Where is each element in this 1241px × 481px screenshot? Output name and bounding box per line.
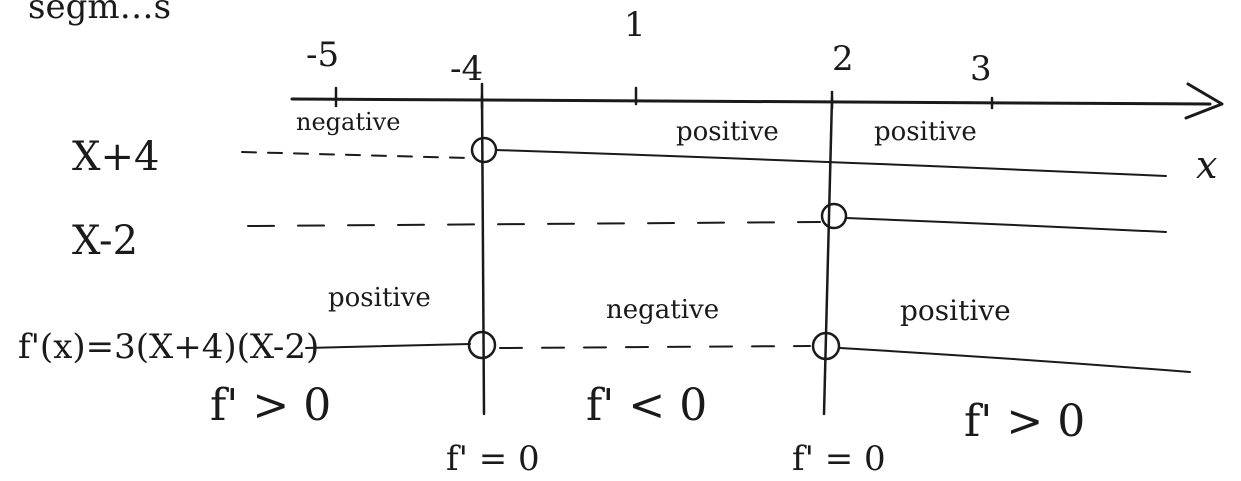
tick-label: -4 — [450, 49, 483, 89]
row-label-x-minus-2: X-2 — [72, 218, 138, 264]
open-circle-marker — [820, 202, 848, 230]
row3-sign-positive-right: positive — [900, 294, 1011, 327]
open-circle-marker — [811, 331, 841, 361]
tick-label: -5 — [306, 35, 339, 75]
row1-sign-positive-middle: positive — [676, 117, 779, 147]
open-circle-marker — [467, 330, 497, 360]
row1-dashed-negative — [241, 151, 469, 159]
row2-dashed-negative — [247, 221, 821, 227]
critical-label-right: f' = 0 — [792, 439, 886, 476]
row3-solid-positive-left — [305, 343, 471, 349]
row3-solid-positive-right — [839, 347, 1191, 373]
row-label-x-plus-4: X+4 — [72, 134, 159, 180]
number-line-arrow-icon — [1184, 82, 1224, 120]
conclusion-middle: f' < 0 — [586, 380, 707, 431]
tick-label: 1 — [624, 5, 646, 45]
row1-solid-positive — [495, 149, 1167, 177]
open-circle-marker — [470, 136, 498, 164]
row1-sign-negative: negative — [296, 108, 400, 136]
row-label-derivative: f'(x)=3(X+4)(X-2) — [18, 327, 319, 367]
critical-line-left — [480, 94, 486, 416]
row3-sign-positive-left: positive — [328, 283, 431, 313]
critical-line-right — [822, 96, 834, 416]
tick-label: 2 — [832, 39, 854, 79]
tick-label: 3 — [970, 49, 992, 89]
top-fragment: segm…s — [28, 0, 171, 27]
conclusion-left: f' > 0 — [210, 380, 331, 431]
critical-label-left: f' = 0 — [446, 439, 540, 476]
row1-sign-positive-right: positive — [874, 117, 977, 147]
number-line — [290, 97, 1212, 106]
conclusion-right: f' > 0 — [964, 396, 1085, 447]
axis-var-label: x — [1196, 143, 1217, 187]
row3-sign-negative: negative — [606, 295, 719, 325]
row3-dashed-negative — [499, 345, 811, 349]
row2-solid-positive — [845, 217, 1167, 233]
